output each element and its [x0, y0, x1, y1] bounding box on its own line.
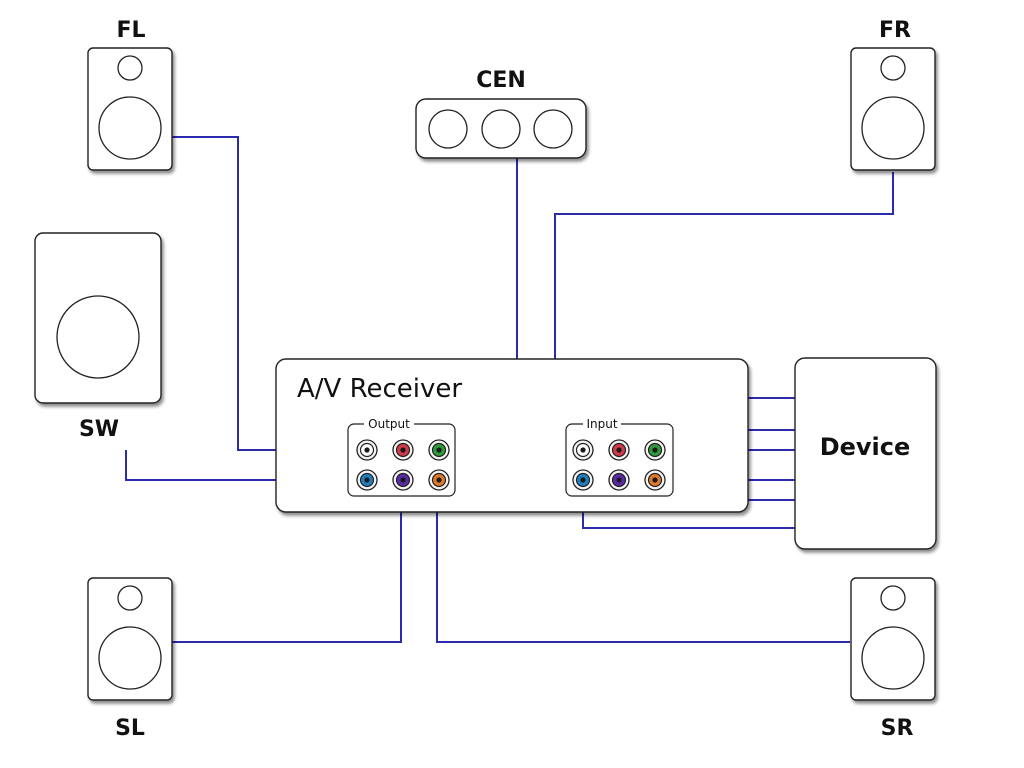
- speaker-cen-driver-3: [533, 109, 573, 149]
- speaker-cen: CEN: [415, 68, 587, 159]
- speaker-sl-label: SL: [115, 716, 145, 741]
- speaker-fr: FR: [850, 18, 936, 171]
- speaker-cen-driver-2: [481, 109, 521, 149]
- output-jack-4-pin: [364, 477, 370, 483]
- speaker-sr: SR: [850, 577, 936, 741]
- receiver-body: [275, 358, 749, 513]
- input-jack-6[interactable]: [644, 469, 666, 491]
- speaker-sw-woofer: [56, 295, 140, 379]
- output-jack-4[interactable]: [356, 469, 378, 491]
- speaker-fr-woofer: [861, 96, 925, 160]
- speaker-fl-label: FL: [116, 18, 145, 43]
- device-body: [794, 357, 937, 550]
- speaker-fl: FL: [87, 18, 173, 171]
- av-receiver: A/V Receiver Output Input: [275, 358, 749, 513]
- input-jack-4[interactable]: [572, 469, 594, 491]
- output-jack-3[interactable]: [428, 439, 450, 461]
- wire-sl: [172, 480, 402, 643]
- output-jacks: [356, 439, 450, 491]
- input-jack-1-pin: [580, 447, 586, 453]
- speaker-fr-tweeter: [880, 55, 906, 81]
- input-jack-2-pin: [616, 447, 622, 453]
- speaker-cen-driver-1: [428, 109, 468, 149]
- input-panel-label: Input: [586, 417, 617, 431]
- input-jack-4-pin: [580, 477, 586, 483]
- input-jack-1[interactable]: [572, 439, 594, 461]
- speaker-sl-woofer: [98, 626, 162, 690]
- input-jack-3[interactable]: [644, 439, 666, 461]
- output-jack-5[interactable]: [392, 469, 414, 491]
- speaker-sw: SW: [34, 232, 162, 442]
- output-jack-1[interactable]: [356, 439, 378, 461]
- speaker-fr-label: FR: [879, 18, 911, 43]
- input-jack-5[interactable]: [608, 469, 630, 491]
- input-jack-2[interactable]: [608, 439, 630, 461]
- output-panel-label: Output: [368, 417, 410, 431]
- source-device: Device: [794, 357, 937, 550]
- speaker-fl-woofer: [98, 96, 162, 160]
- speaker-sl-tweeter: [117, 585, 143, 611]
- input-jack-6-pin: [652, 477, 658, 483]
- input-panel: Input: [565, 417, 674, 497]
- output-jack-2-pin: [400, 447, 406, 453]
- speaker-sr-tweeter: [880, 585, 906, 611]
- input-jack-5-pin: [616, 477, 622, 483]
- speaker-cen-label: CEN: [476, 68, 526, 93]
- output-jack-3-pin: [436, 447, 442, 453]
- output-jack-5-pin: [400, 477, 406, 483]
- output-jack-6[interactable]: [428, 469, 450, 491]
- wire-sr: [436, 480, 850, 643]
- speaker-fl-tweeter: [117, 55, 143, 81]
- speaker-sr-woofer: [861, 626, 925, 690]
- receiver-title: A/V Receiver: [297, 374, 462, 404]
- speaker-sw-label: SW: [79, 417, 119, 442]
- input-jack-3-pin: [652, 447, 658, 453]
- output-panel: Output: [347, 417, 456, 497]
- speaker-sl: SL: [87, 577, 173, 741]
- speaker-sr-label: SR: [881, 716, 914, 741]
- device-label: Device: [820, 433, 911, 461]
- input-jacks: [572, 439, 666, 491]
- output-jack-2[interactable]: [392, 439, 414, 461]
- output-jack-1-pin: [364, 447, 370, 453]
- output-jack-6-pin: [436, 477, 442, 483]
